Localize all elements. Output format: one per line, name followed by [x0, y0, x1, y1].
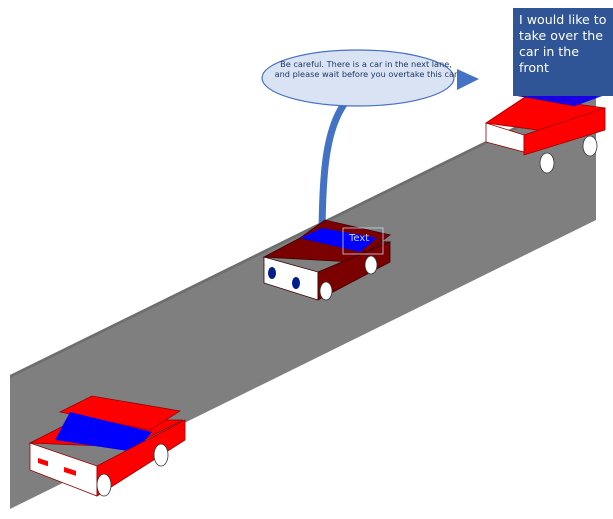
front-car-wheel: [583, 136, 597, 156]
middle-car-headlight: [268, 267, 276, 279]
middle-car-wheel: [365, 256, 377, 274]
callout-text: I would like to take over the car in the…: [513, 8, 613, 96]
back-car-wheel: [154, 444, 168, 466]
back-car-wheel: [97, 474, 111, 496]
speech-bubble-text: Be careful. There is a car in the next l…: [272, 59, 460, 80]
front-car-wheel: [540, 153, 554, 173]
middle-car-headlight: [292, 277, 300, 289]
text-placeholder-label: Text: [349, 233, 369, 244]
middle-car-wheel: [320, 282, 332, 300]
arrow-right: [457, 69, 479, 90]
